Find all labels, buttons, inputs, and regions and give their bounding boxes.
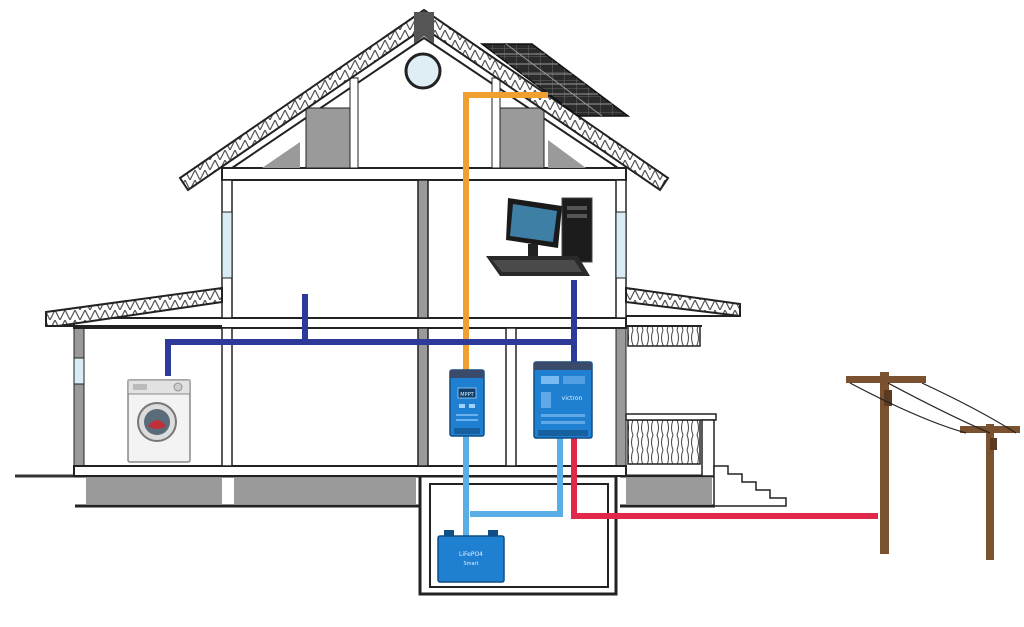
house [45,8,787,596]
entrance-stairs [713,465,787,507]
upper-balcony [626,325,702,347]
attic [228,36,622,169]
upper-floor [221,167,627,319]
inverter-brand-text: victron [562,395,583,402]
left-lower-roof [45,286,223,327]
charge-controller-display: MPPT [460,392,474,398]
utility-pole-icon [846,372,1020,560]
main-roof [178,8,670,192]
ac-loads-cable [165,280,577,376]
lower-balcony [625,413,717,477]
right-lower-roof [625,286,741,318]
foundation [75,474,715,508]
solar-cable [463,92,548,372]
battery-label-line1: LiFePO4 [459,551,483,558]
grid-cable [571,438,878,519]
battery-label-line2: Smart [463,561,478,567]
dc-battery-cable [463,436,563,538]
desktop-computer-icon [486,197,593,276]
washing-machine-icon [127,379,191,463]
ground-floor [73,317,627,477]
charge-controller-icon: MPPT [449,369,485,437]
battery-icon: LiFePO4 Smart [437,530,505,583]
inverter-charger-icon: victron [533,361,593,439]
